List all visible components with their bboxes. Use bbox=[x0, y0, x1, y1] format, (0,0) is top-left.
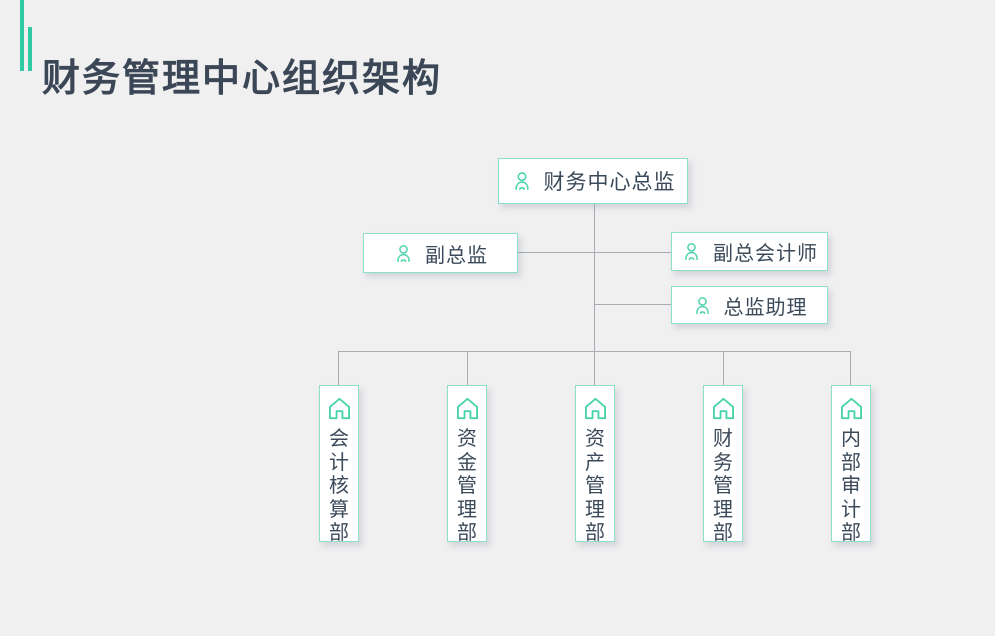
home-icon bbox=[326, 395, 353, 422]
org-node-label: 资产管理部 bbox=[585, 426, 605, 544]
connector-dept-drop-3 bbox=[594, 351, 595, 385]
title-accent-bar-short bbox=[28, 27, 32, 71]
org-node-label: 财务管理部 bbox=[713, 426, 733, 544]
person-icon bbox=[681, 241, 702, 262]
org-node-label: 财务中心总监 bbox=[543, 170, 676, 194]
home-icon bbox=[710, 395, 737, 422]
org-node-label: 资金管理部 bbox=[457, 426, 477, 544]
org-node-dept-audit: 内部审计部 bbox=[831, 385, 871, 544]
org-node-dept-finance: 财务管理部 bbox=[703, 385, 743, 544]
org-node-label: 会计核算部 bbox=[329, 426, 349, 544]
page-title: 财务管理中心组织架构 bbox=[42, 56, 443, 101]
connector-assistant-row bbox=[595, 304, 671, 305]
person-icon bbox=[692, 295, 713, 316]
org-node-dept-assets: 资产管理部 bbox=[575, 385, 615, 544]
home-icon bbox=[582, 395, 609, 422]
org-node-label: 总监助理 bbox=[723, 294, 808, 319]
org-node-label: 副总会计师 bbox=[713, 241, 818, 265]
person-icon bbox=[511, 170, 533, 192]
home-icon bbox=[838, 395, 865, 422]
org-node-dept-accounting: 会计核算部 bbox=[319, 385, 359, 544]
org-node-label: 副总监 bbox=[425, 242, 488, 267]
org-node-root: 财务中心总监 bbox=[498, 158, 688, 204]
connector-root-vertical bbox=[594, 204, 595, 351]
org-node-deputy-director: 副总监 bbox=[363, 233, 518, 273]
title-accent-bar-tall bbox=[20, 0, 24, 71]
org-node-director-assistant: 总监助理 bbox=[671, 286, 828, 324]
org-node-dept-funds: 资金管理部 bbox=[447, 385, 487, 544]
org-node-label: 内部审计部 bbox=[841, 426, 861, 544]
connector-branch-horizontal bbox=[339, 351, 851, 352]
person-icon bbox=[393, 243, 414, 264]
home-icon bbox=[454, 395, 481, 422]
connector-dept-drop-5 bbox=[850, 351, 851, 385]
connector-deputy-row bbox=[518, 252, 671, 253]
org-node-deputy-chief-accountant: 副总会计师 bbox=[671, 232, 828, 271]
connector-dept-drop-2 bbox=[467, 351, 468, 385]
connector-dept-drop-1 bbox=[338, 351, 339, 385]
connector-dept-drop-4 bbox=[723, 351, 724, 385]
